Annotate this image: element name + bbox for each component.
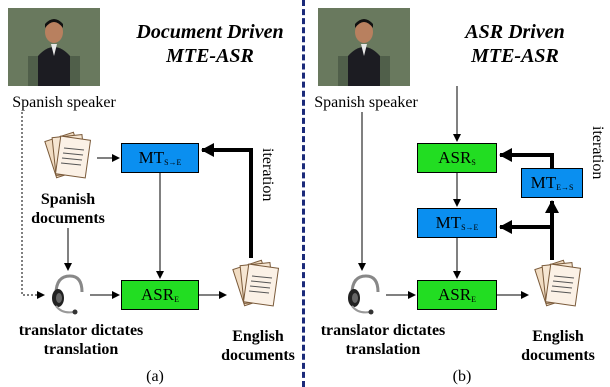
left-english-docs-line2: documents <box>221 347 295 364</box>
spanish-documents-label: Spanish documents <box>28 190 108 228</box>
left-translator-line1: translator dictates <box>18 322 144 339</box>
left-mt-main: MT <box>138 148 165 167</box>
headset-icon <box>344 272 384 316</box>
right-caption: (b) <box>452 368 472 385</box>
arrow-mt-es-to-asr-s <box>499 148 554 168</box>
arrow-docs-to-mt-se <box>499 220 554 234</box>
left-asr-sub: E <box>174 295 179 304</box>
spanish-docs-line2: documents <box>31 210 105 227</box>
right-mt-se-main: MT <box>435 213 462 232</box>
right-asr-s-main: ASR <box>438 148 472 167</box>
spanish-docs-line1: Spanish <box>40 191 96 208</box>
left-mt-sub: S→E <box>164 158 182 167</box>
left-speaker-label: Spanish speaker <box>12 94 116 111</box>
right-iteration-label: iteration <box>589 126 606 180</box>
left-translator-line2: translation <box>43 341 119 358</box>
left-title: Document Driven MTE-ASR <box>120 20 300 68</box>
left-title-line2: MTE-ASR <box>166 45 254 67</box>
right-translator-line2: translation <box>345 341 421 358</box>
left-title-line1: Document Driven <box>136 21 284 43</box>
document-stack-icon <box>228 258 284 308</box>
left-iteration-label: iteration <box>259 148 276 202</box>
right-mt-es-main: MT <box>530 173 557 192</box>
headset-icon <box>48 272 88 316</box>
right-english-documents-label: English documents <box>510 327 606 365</box>
speaker-photo <box>318 8 410 86</box>
document-stack-icon <box>40 130 96 180</box>
right-mt-se-sub: S→E <box>461 223 479 232</box>
right-english-docs-line2: documents <box>521 347 595 364</box>
arrow-speaker-to-headset-dotted <box>21 112 45 299</box>
right-speaker-label: Spanish speaker <box>314 94 418 111</box>
right-english-docs-line1: English <box>532 328 584 345</box>
right-title-line1: ASR Driven <box>465 21 565 43</box>
left-translator-label: translator dictates translation <box>6 321 156 359</box>
left-asr-main: ASR <box>141 285 175 304</box>
right-translator-label: translator dictates translation <box>308 321 458 359</box>
right-title: ASR Driven MTE-ASR <box>425 20 605 68</box>
right-mt-es-sub: E→S <box>556 183 574 192</box>
arrow-iteration-left <box>201 143 253 258</box>
right-asr-s-sub: S <box>471 158 476 167</box>
right-asr-e-sub: E <box>471 295 476 304</box>
right-title-line2: MTE-ASR <box>471 45 559 67</box>
left-english-documents-label: English documents <box>208 327 308 365</box>
speaker-photo <box>8 8 100 86</box>
left-english-docs-line1: English <box>232 328 284 345</box>
document-stack-icon <box>530 258 586 308</box>
panel-divider <box>302 0 305 387</box>
right-asr-e-main: ASR <box>438 285 472 304</box>
left-caption: (a) <box>146 368 164 385</box>
right-translator-line1: translator dictates <box>320 322 446 339</box>
